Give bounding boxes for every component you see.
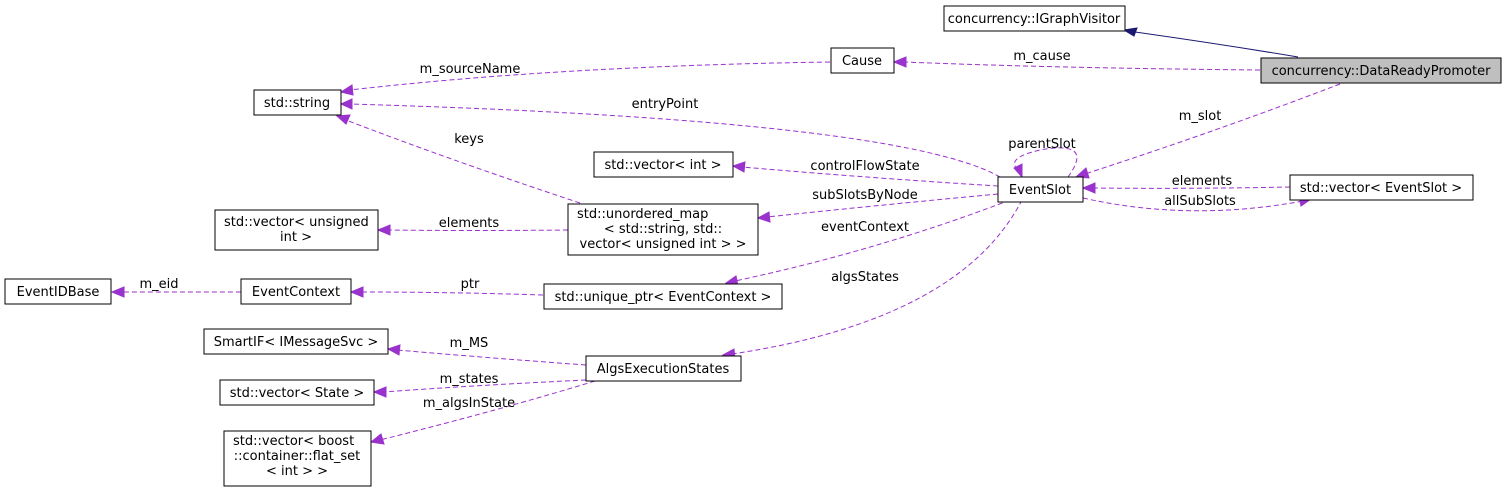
- svg-text:concurrency::DataReadyPromoter: concurrency::DataReadyPromoter: [1272, 64, 1492, 79]
- svg-text:EventIDBase: EventIDBase: [17, 285, 100, 300]
- edge-parentslot[interactable]: parentSlot: [1008, 137, 1078, 179]
- edge-algsstates[interactable]: algsStates: [721, 199, 1023, 360]
- edge-label-keys: keys: [454, 132, 484, 147]
- node-event-id-base[interactable]: EventIDBase: [4, 278, 112, 305]
- node-vector-boost[interactable]: std::vector< boost ::container::flat_set…: [223, 430, 372, 487]
- node-vector-int[interactable]: std::vector< int >: [593, 151, 734, 178]
- edge-label-controlflowstate: controlFlowState: [810, 159, 919, 174]
- edge-label-m-sourcename: m_sourceName: [420, 62, 521, 77]
- edge-label-m-cause: m_cause: [1013, 49, 1070, 64]
- edge-m-eid[interactable]: m_eid: [110, 277, 241, 298]
- edge-m-sourcename[interactable]: m_sourceName: [339, 61, 831, 96]
- svg-text:std::vector< State >: std::vector< State >: [230, 386, 365, 401]
- svg-text:< std::string, std::: < std::string, std::: [604, 222, 722, 237]
- edge-allsubslots[interactable]: allSubSlots: [1082, 194, 1313, 212]
- edge-label-entrypoint: entryPoint: [632, 97, 699, 112]
- node-event-context[interactable]: EventContext: [240, 278, 352, 305]
- edge-label-elements-slot: elements: [1172, 174, 1233, 189]
- edge-controlflowstate[interactable]: controlFlowState: [731, 159, 999, 187]
- node-vector-state[interactable]: std::vector< State >: [219, 379, 375, 406]
- edge-m-states[interactable]: m_states: [372, 372, 587, 398]
- node-data-ready-promoter[interactable]: concurrency::DataReadyPromoter: [1260, 57, 1502, 84]
- svg-text:::container::flat_set: ::container::flat_set: [234, 449, 361, 464]
- node-std-string[interactable]: std::string: [253, 89, 342, 116]
- edge-m-ms[interactable]: m_MS: [386, 336, 587, 366]
- edge-m-slot[interactable]: m_slot: [1074, 83, 1341, 179]
- node-algs-execution-states[interactable]: AlgsExecutionStates: [585, 355, 742, 382]
- edge-entrypoint[interactable]: entryPoint: [339, 97, 1001, 178]
- edge-label-elements-vec: elements: [439, 216, 500, 231]
- svg-text:vector< unsigned int > >: vector< unsigned int > >: [580, 237, 747, 252]
- node-smartif[interactable]: SmartIF< IMessageSvc >: [203, 328, 389, 355]
- edge-label-m-ms: m_MS: [450, 336, 489, 351]
- svg-text:std::string: std::string: [264, 96, 330, 111]
- edge-subslotsbynode[interactable]: subSlotsByNode: [756, 188, 999, 223]
- node-vector-event-slot[interactable]: std::vector< EventSlot >: [1289, 174, 1474, 201]
- edge-m-cause[interactable]: m_cause: [892, 49, 1261, 71]
- edge-label-m-algsinstate: m_algsInState: [423, 396, 515, 411]
- edge-label-m-states: m_states: [440, 372, 499, 387]
- node-event-slot[interactable]: EventSlot: [997, 176, 1084, 203]
- edge-label-m-slot: m_slot: [1179, 109, 1222, 124]
- svg-text:std::vector< boost: std::vector< boost: [233, 434, 354, 449]
- svg-text:int >: int >: [280, 230, 312, 245]
- svg-text:std::vector< unsigned: std::vector< unsigned: [224, 215, 369, 230]
- svg-text:Cause: Cause: [842, 54, 882, 69]
- svg-text:EventContext: EventContext: [252, 285, 340, 300]
- node-vector-unsigned[interactable]: std::vector< unsigned int >: [214, 209, 379, 251]
- node-cause[interactable]: Cause: [830, 47, 895, 74]
- node-unordered-map[interactable]: std::unordered_map < std::string, std:: …: [567, 203, 759, 256]
- svg-text:EventSlot: EventSlot: [1009, 183, 1071, 198]
- svg-text:std::vector< EventSlot >: std::vector< EventSlot >: [1300, 181, 1462, 196]
- edge-label-parentslot: parentSlot: [1008, 137, 1076, 152]
- edge-label-subslotsbynode: subSlotsByNode: [812, 188, 918, 203]
- edge-label-allsubslots: allSubSlots: [1164, 194, 1236, 209]
- svg-text:< int > >: < int > >: [266, 464, 328, 479]
- edge-ptr[interactable]: ptr: [349, 277, 544, 298]
- svg-text:concurrency::IGraphVisitor: concurrency::IGraphVisitor: [948, 12, 1121, 27]
- node-unique-ptr[interactable]: std::unique_ptr< EventContext >: [543, 283, 783, 310]
- svg-text:SmartIF< IMessageSvc >: SmartIF< IMessageSvc >: [214, 335, 379, 350]
- edge-label-m-eid: m_eid: [139, 277, 178, 292]
- edge-elements-slot[interactable]: elements: [1081, 174, 1291, 194]
- svg-text:std::unique_ptr< EventContext: std::unique_ptr< EventContext >: [555, 290, 772, 305]
- edge-m-algsinstate[interactable]: m_algsInState: [369, 380, 596, 445]
- svg-text:AlgsExecutionStates: AlgsExecutionStates: [597, 362, 730, 377]
- node-igraph-visitor[interactable]: concurrency::IGraphVisitor: [943, 5, 1126, 32]
- edge-elements-vec[interactable]: elements: [376, 216, 569, 236]
- svg-text:std::vector< int >: std::vector< int >: [604, 158, 721, 173]
- edge-label-ptr: ptr: [461, 277, 480, 292]
- edge-label-algsstates: algsStates: [831, 270, 899, 285]
- edge-inheritance-igraphvisitor: [1122, 27, 1299, 58]
- svg-text:std::unordered_map: std::unordered_map: [577, 207, 708, 222]
- edge-keys[interactable]: keys: [335, 114, 581, 204]
- edge-label-eventcontext: eventContext: [821, 220, 909, 235]
